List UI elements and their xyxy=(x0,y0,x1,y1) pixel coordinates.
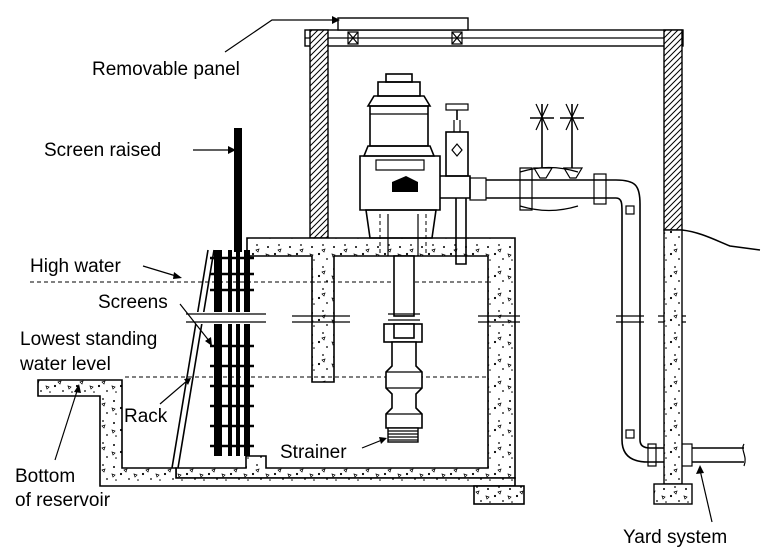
pump-motor xyxy=(359,73,441,256)
building xyxy=(304,17,761,251)
label-lowest-standing-1: Lowest standing xyxy=(20,329,157,350)
raised-screen xyxy=(234,128,242,252)
label-bottom-1: Bottom xyxy=(15,466,75,487)
ground-line xyxy=(681,229,761,251)
reservoir xyxy=(37,237,525,505)
left-wall xyxy=(309,29,329,239)
label-high-water: High water xyxy=(30,256,121,277)
yard-post xyxy=(653,229,693,505)
label-strainer: Strainer xyxy=(280,442,347,463)
rack xyxy=(171,249,215,469)
strainer xyxy=(387,427,419,443)
label-screen-raised: Screen raised xyxy=(44,140,161,161)
labels: Removable panel Screen raised High water… xyxy=(15,16,727,548)
label-yard-system: Yard system xyxy=(623,527,727,548)
roof-beam-x xyxy=(347,31,463,45)
label-rack: Rack xyxy=(124,406,168,427)
label-removable-panel: Removable panel xyxy=(92,59,240,80)
footing xyxy=(473,485,525,505)
pump-column xyxy=(383,255,423,443)
label-bottom-2: of reservoir xyxy=(15,490,111,511)
label-screens: Screens xyxy=(98,292,168,313)
reservoir-bottom xyxy=(37,379,516,487)
removable-panel xyxy=(337,17,469,31)
discharge-piping xyxy=(440,103,746,467)
screens xyxy=(186,128,266,456)
label-lowest-standing-2: water level xyxy=(19,354,111,375)
right-wall xyxy=(663,29,683,231)
